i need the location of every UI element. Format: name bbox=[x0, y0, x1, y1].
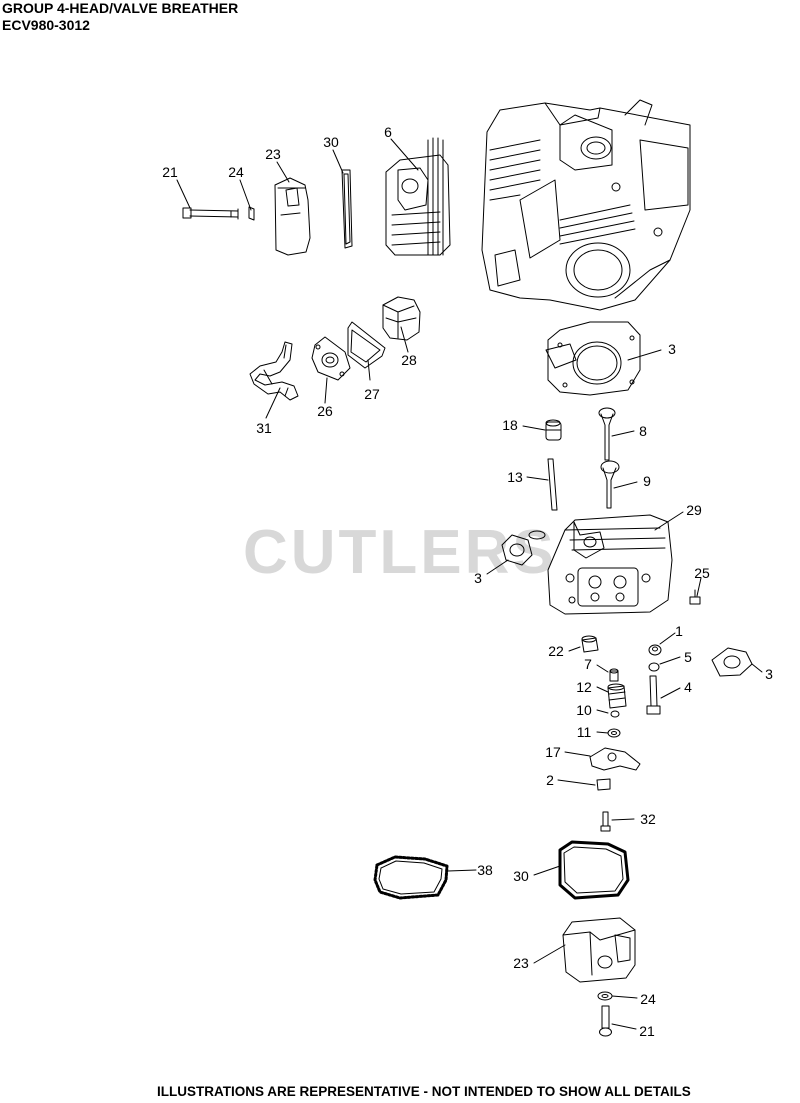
callout-9: 9 bbox=[643, 473, 651, 489]
callout-10: 10 bbox=[576, 702, 592, 718]
callout-8: 8 bbox=[639, 423, 647, 439]
part-31-breather-hose bbox=[250, 342, 298, 400]
callout-3: 3 bbox=[474, 570, 482, 586]
callout-28: 28 bbox=[401, 352, 417, 368]
part-25-screw bbox=[690, 590, 700, 604]
part-21-bolt-lower bbox=[600, 1006, 612, 1036]
callout-4: 4 bbox=[684, 679, 692, 695]
callout-25: 25 bbox=[694, 565, 710, 581]
callout-21: 21 bbox=[639, 1023, 655, 1039]
part-9-valve bbox=[601, 461, 619, 508]
callout-7: 7 bbox=[584, 656, 592, 672]
part-29-cylinder-head bbox=[548, 515, 672, 614]
part-4-rocker-stud bbox=[647, 676, 660, 714]
disclaimer-footer: ILLUSTRATIONS ARE REPRESENTATIVE - NOT I… bbox=[157, 1084, 691, 1099]
part-13-push-rod bbox=[548, 459, 557, 510]
part-2-guide-plate bbox=[597, 779, 610, 790]
callout-24: 24 bbox=[228, 164, 244, 180]
diagram-title: GROUP 4-HEAD/VALVE BREATHER bbox=[2, 0, 239, 16]
part-11-washer bbox=[608, 729, 620, 737]
part-8-valve bbox=[599, 408, 615, 460]
part-6-cylinder-head-top bbox=[386, 138, 450, 255]
part-1-nut bbox=[649, 645, 661, 655]
callout-5: 5 bbox=[684, 649, 692, 665]
part-3-exhaust-gasket bbox=[502, 531, 545, 565]
part-3-head-gasket bbox=[546, 322, 640, 395]
callout-30: 30 bbox=[513, 868, 529, 884]
part-24-grommet-top bbox=[249, 207, 254, 220]
part-30-gasket-top bbox=[342, 170, 352, 248]
callout-3: 3 bbox=[765, 666, 773, 682]
part-28-breather-cap bbox=[383, 297, 420, 340]
callout-18: 18 bbox=[502, 417, 518, 433]
part-32-screw bbox=[601, 812, 610, 831]
callout-32: 32 bbox=[640, 811, 656, 827]
callout-12: 12 bbox=[576, 679, 592, 695]
model-number: ECV980-3012 bbox=[2, 17, 90, 33]
watermark: CUTLERS bbox=[243, 518, 557, 587]
callout-17: 17 bbox=[545, 744, 561, 760]
part-7-keeper bbox=[610, 669, 618, 681]
part-12-valve-spring bbox=[608, 684, 626, 708]
callout-29: 29 bbox=[686, 502, 702, 518]
callout-3: 3 bbox=[668, 341, 676, 357]
part-23-valve-cover-lower bbox=[563, 918, 635, 982]
part-24-grommet-lower bbox=[598, 992, 612, 1000]
callout-30: 30 bbox=[323, 134, 339, 150]
callout-6: 6 bbox=[384, 124, 392, 140]
callout-1: 1 bbox=[675, 623, 683, 639]
part-23-valve-cover-top bbox=[275, 178, 310, 255]
callout-13: 13 bbox=[507, 469, 523, 485]
callout-11: 11 bbox=[576, 724, 592, 740]
engine-crankcase bbox=[482, 100, 690, 310]
part-18-valve-guide bbox=[546, 420, 561, 440]
callout-22: 22 bbox=[548, 643, 564, 659]
part-10-seal bbox=[611, 711, 619, 717]
leader-lines bbox=[176, 138, 763, 1030]
part-17-rocker-arm bbox=[590, 748, 640, 770]
part-27-breather-gasket bbox=[348, 322, 385, 368]
callout-31: 31 bbox=[256, 420, 272, 436]
part-30-gasket-lower bbox=[560, 842, 628, 898]
callout-27: 27 bbox=[364, 386, 380, 402]
callout-24: 24 bbox=[640, 991, 656, 1007]
part-22-cap bbox=[582, 636, 598, 652]
part-3-intake-gasket bbox=[712, 648, 752, 676]
callout-23: 23 bbox=[513, 955, 529, 971]
callout-26: 26 bbox=[317, 403, 333, 419]
callout-23: 23 bbox=[265, 146, 281, 162]
part-21-bolt-top bbox=[183, 208, 238, 219]
callout-2: 2 bbox=[546, 772, 554, 788]
part-26-breather-plate bbox=[312, 337, 350, 380]
part-38-gasket bbox=[375, 857, 447, 898]
callout-38: 38 bbox=[477, 862, 493, 878]
callout-21: 21 bbox=[162, 164, 178, 180]
part-5-pivot bbox=[649, 663, 659, 671]
